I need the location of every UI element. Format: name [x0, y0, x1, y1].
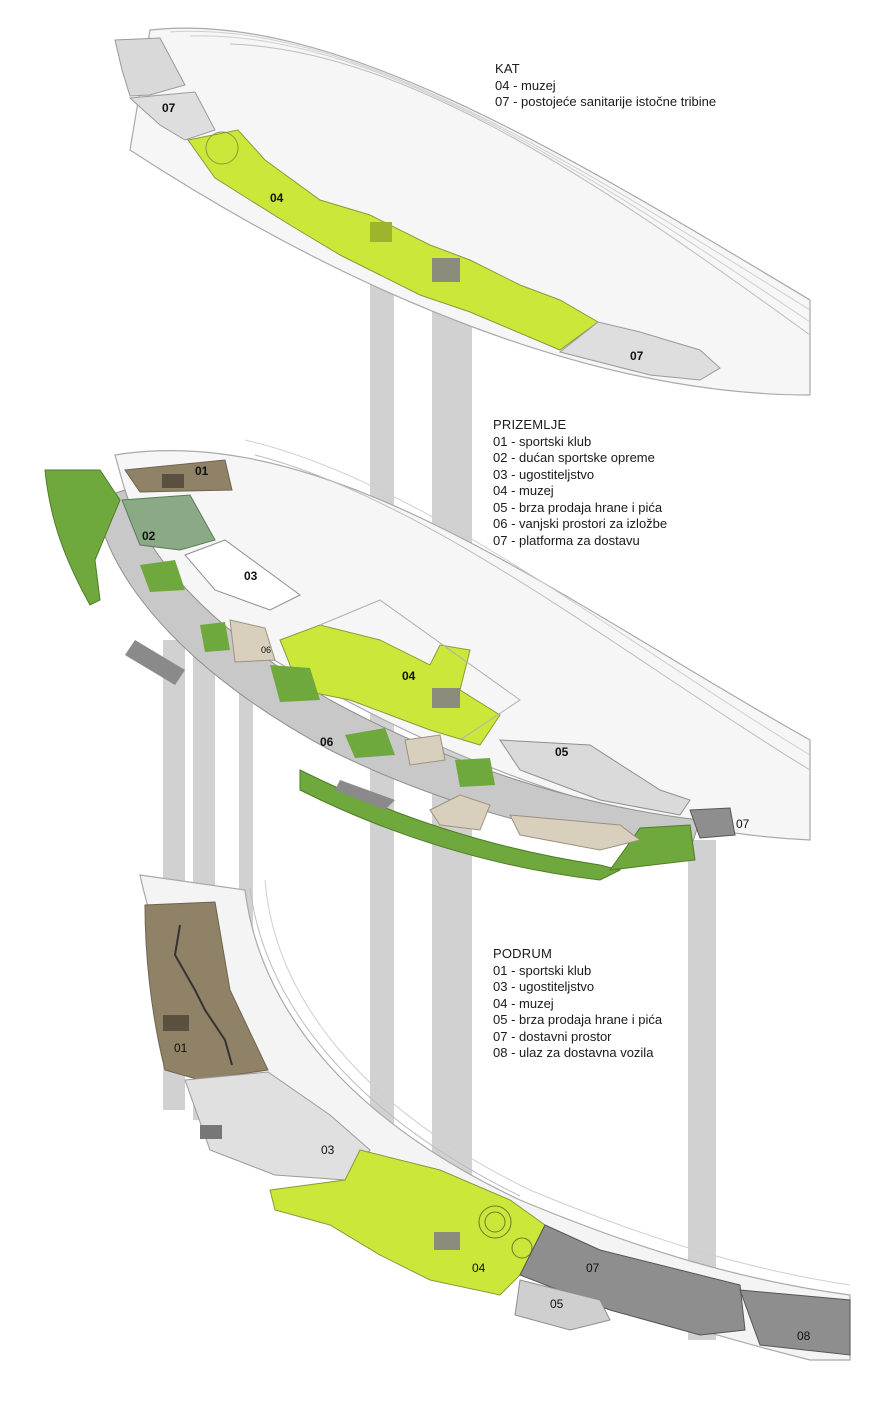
legend-podrum-list: 01 - sportski klub 03 - ugostiteljstvo 0…	[493, 963, 662, 1062]
podrum-label-04: 04	[472, 1261, 486, 1275]
legend-prizemlje-list: 01 - sportski klub 02 - dućan sportske o…	[493, 434, 667, 550]
kat-zone-07-east	[558, 321, 721, 381]
kat-label-07-east: 07	[630, 349, 644, 363]
podrum-label-08: 08	[797, 1329, 811, 1343]
prizemlje-zone-07	[689, 807, 736, 839]
prizemlje-zone-06-a	[229, 619, 276, 663]
prizemlje-zone-06-b	[404, 734, 446, 766]
podrum-label-01: 01	[174, 1041, 188, 1055]
kat-west-block	[114, 37, 186, 97]
legend-kat-list: 04 - muzej 07 - postojeće sanitarije ist…	[495, 78, 716, 111]
prizemlje-label-05: 05	[555, 745, 569, 759]
floor-podrum: 01 03 04 07 05 08	[139, 874, 851, 1361]
legend-item: 05 - brza prodaja hrane i pića	[493, 499, 663, 515]
prizemlje-label-06: 06	[320, 735, 334, 749]
podrum-zone-08	[739, 1289, 851, 1356]
prizemlje-label-02: 02	[142, 529, 156, 543]
legend-item: 07 - dostavni prostor	[493, 1028, 612, 1044]
legend-item: 03 - ugostiteljstvo	[493, 979, 595, 994]
shaft-6	[688, 840, 716, 1340]
legend-prizemlje-title: PRIZEMLJE	[493, 417, 567, 432]
legend-item: 07 - platforma za dostavu	[493, 532, 640, 548]
prizemlje-label-04: 04	[402, 669, 416, 683]
legend-item: 04 - muzej	[493, 483, 554, 498]
prizemlje-landscape-east	[608, 824, 696, 871]
prizemlje-label-06-small: 06	[261, 645, 271, 655]
podrum-zone-07	[519, 1224, 746, 1336]
legend-item: 05 - brza prodaja hrane i pića	[493, 1012, 663, 1027]
kat-stand	[129, 27, 811, 396]
prizemlje-zone-05	[499, 739, 691, 816]
legend-item: 02 - dućan sportske opreme	[493, 450, 655, 465]
prizemlje-zone-06-d	[509, 814, 642, 851]
prizemlje-zone-03	[184, 539, 301, 611]
legend-item: 04 - muzej	[495, 77, 556, 93]
kat-label-07-west: 07	[162, 101, 176, 115]
podrum-label-03: 03	[321, 1143, 335, 1157]
prizemlje-label-01: 01	[195, 464, 209, 478]
prizemlje-label-03: 03	[244, 569, 258, 583]
podrum-label-05: 05	[550, 1297, 564, 1311]
legend-item: 04 - muzej	[493, 995, 554, 1011]
prizemlje-zone-02	[121, 494, 216, 551]
podrum-label-07: 07	[586, 1261, 600, 1275]
legend-item: 01 - sportski klub	[493, 962, 592, 978]
prizemlje-zone-04	[279, 624, 501, 746]
legend-item: 08 - ulaz za dostavna vozila	[493, 1045, 654, 1060]
legend-kat-title: KAT	[495, 61, 520, 76]
prizemlje-landscape-west	[44, 469, 121, 606]
legend-item: 06 - vanjski prostori za izložbe	[493, 516, 668, 531]
prizemlje-zone-06-c	[429, 794, 491, 831]
legend-item: 01 - sportski klub	[493, 433, 592, 449]
floor-kat: 07 04 07	[114, 27, 811, 396]
prizemlje-label-07: 07	[736, 817, 750, 831]
legend-kat: KAT 04 - muzej 07 - postojeće sanitarije…	[495, 61, 716, 111]
podrum-zone-05	[514, 1279, 611, 1331]
legend-item: 03 - ugostiteljstvo	[493, 466, 595, 482]
legend-podrum-title: PODRUM	[493, 946, 552, 961]
legend-item: 07 - postojeće sanitarije istočne tribin…	[495, 94, 717, 109]
legend-prizemlje: PRIZEMLJE 01 - sportski klub 02 - dućan …	[493, 417, 667, 549]
prizemlje-landscape-south	[299, 769, 622, 881]
kat-zone-07-west	[128, 91, 216, 141]
legend-podrum: PODRUM 01 - sportski klub 03 - ugostitel…	[493, 946, 662, 1062]
floor-prizemlje: 01 02 03 06 04 06 05 07	[44, 439, 811, 881]
kat-label-04: 04	[270, 191, 284, 205]
